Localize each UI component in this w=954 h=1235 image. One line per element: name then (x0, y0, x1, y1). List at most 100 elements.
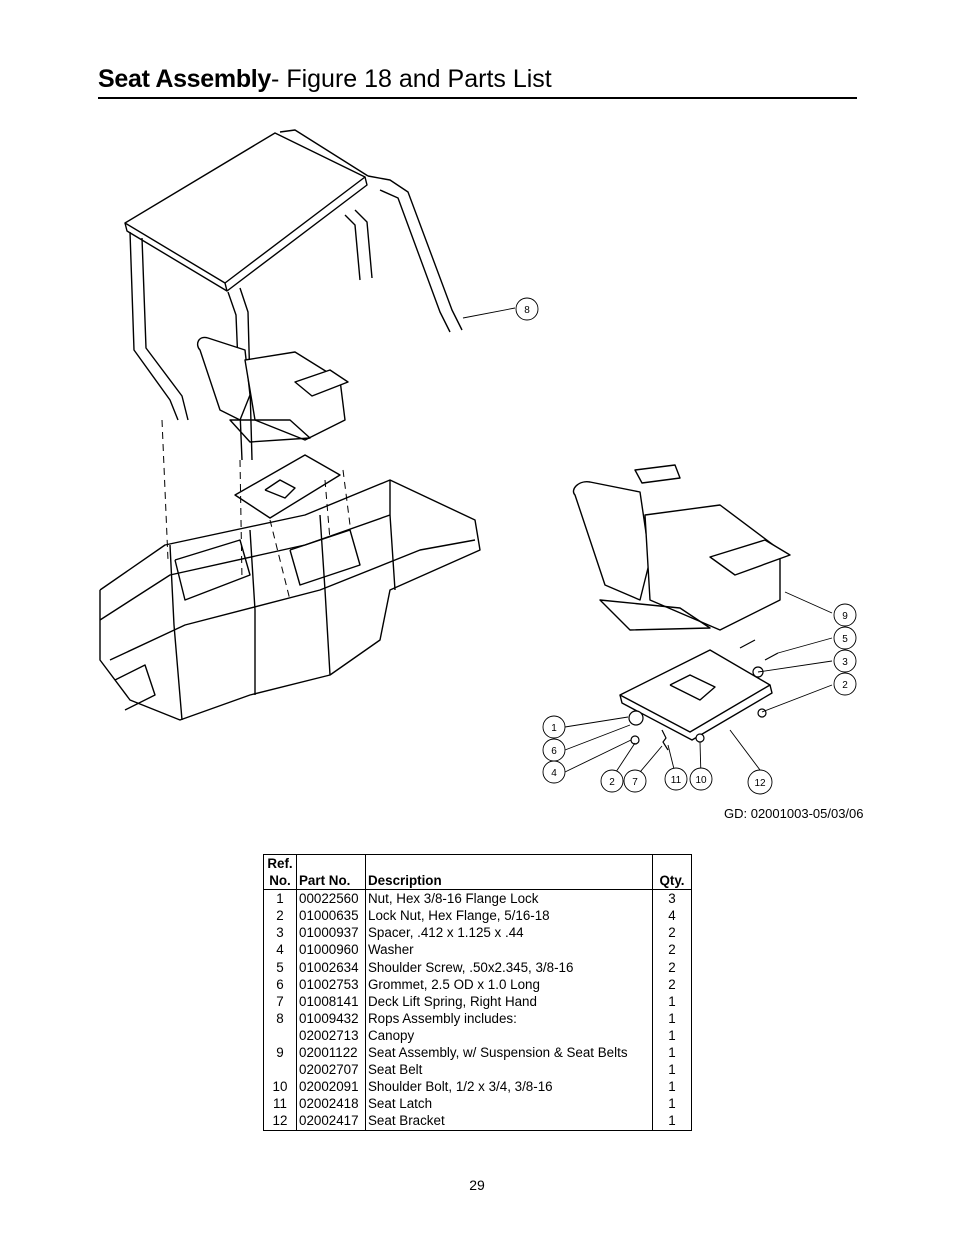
part-no-cell: 01009432 (296, 1009, 366, 1027)
ref-cell: 4 (263, 941, 297, 959)
qty-cell: 1 (668, 1096, 676, 1112)
svg-text:7: 7 (632, 777, 638, 788)
callout-2b: 2 (600, 769, 624, 793)
svg-text:4: 4 (551, 768, 557, 779)
qty-cell: 1 (668, 1079, 676, 1095)
ref-cell: 5 (263, 958, 297, 976)
ref-cell: 6 (263, 975, 297, 993)
part-no-cell: 02002707 (296, 1061, 366, 1079)
svg-text:12: 12 (754, 778, 766, 789)
qty-cell: 1 (668, 1062, 676, 1078)
part-no-cell: 02002417 (296, 1112, 366, 1130)
ref-cell: 1 (263, 889, 297, 908)
header-qty: Qty. (652, 854, 692, 891)
qty-cell: 4 (668, 908, 676, 924)
description-cell: Shoulder Screw, .50x2.345, 3/8-16 (365, 958, 653, 976)
seat-plate-right-illustration (619, 649, 773, 741)
ref-cell (263, 1061, 297, 1079)
qty-cell: 2 (668, 925, 676, 941)
svg-text:11: 11 (671, 775, 682, 786)
svg-text:3: 3 (842, 657, 848, 668)
description-cell: Shoulder Bolt, 1/2 x 3/4, 3/8-16 (365, 1078, 653, 1096)
svg-text:10: 10 (695, 775, 707, 786)
ref-cell: 9 (263, 1044, 297, 1062)
callout-6: 6 (542, 738, 566, 762)
part-no-cell: 01002634 (296, 958, 366, 976)
qty-cell: 1 (668, 1045, 676, 1061)
title-bold: Seat Assembly (98, 65, 272, 93)
callout-1: 1 (542, 715, 566, 739)
svg-text:9: 9 (842, 611, 848, 622)
header-ref-no: Ref.No. (263, 854, 297, 891)
ref-cell: 11 (263, 1095, 297, 1113)
drawing-code: GD: 02001003-05/03/06 (724, 806, 864, 821)
callout-labels: 8 9 5 3 2 1 6 4 2 7 11 10 12 (515, 297, 857, 795)
part-no-cell: 02001122 (296, 1044, 366, 1062)
svg-text:8: 8 (524, 305, 530, 316)
description-cell: Seat Belt (365, 1061, 653, 1079)
seat-left-illustration (196, 336, 349, 443)
seat-plate-left-illustration (234, 454, 341, 519)
seat-right-illustration (572, 464, 791, 631)
qty-cell: 1 (668, 1113, 676, 1129)
description-cell: Seat Latch (365, 1095, 653, 1113)
part-no-cell: 01002753 (296, 975, 366, 993)
page-number: 29 (469, 1177, 485, 1193)
qty-cell: 1 (668, 993, 676, 1009)
callout-2: 2 (833, 672, 857, 696)
description-cell: Grommet, 2.5 OD x 1.0 Long (365, 975, 653, 993)
qty-cell: 1 (668, 1010, 676, 1026)
ref-cell: 8 (263, 1009, 297, 1027)
qty-cell: 2 (668, 942, 676, 958)
ref-cell: 7 (263, 992, 297, 1010)
part-no-cell: 01008141 (296, 992, 366, 1010)
description-cell: Seat Assembly, w/ Suspension & Seat Belt… (365, 1044, 653, 1062)
description-cell: Nut, Hex 3/8-16 Flange Lock (365, 889, 653, 908)
ref-cell: 10 (263, 1078, 297, 1096)
part-no-cell: 02002713 (296, 1026, 366, 1045)
description-cell: Seat Bracket (365, 1112, 653, 1130)
description-cell: Rops Assembly includes: (365, 1009, 653, 1027)
callout-5: 5 (833, 626, 857, 650)
parts-table-header: Ref.No. Part No. Description Qty. (263, 854, 692, 891)
qty-cell: 3 (668, 891, 676, 907)
callout-10: 10 (689, 767, 713, 791)
description-cell: Lock Nut, Hex Flange, 5/16-18 (365, 907, 653, 925)
svg-text:6: 6 (551, 746, 557, 757)
callout-11: 11 (664, 767, 688, 791)
ref-cell: 12 (263, 1112, 297, 1130)
description-cell: Spacer, .412 x 1.125 x .44 (365, 924, 653, 942)
canopy-illustration (124, 132, 368, 292)
qty-cell: 2 (668, 959, 676, 975)
rops-frame-illustration (129, 129, 463, 461)
page-title: Seat Assembly- Figure 18 and Parts List (98, 64, 552, 94)
qty-cell: 2 (668, 976, 676, 992)
callout-8: 8 (515, 297, 539, 321)
callout-7: 7 (623, 769, 647, 793)
description-cell: Deck Lift Spring, Right Hand (365, 992, 653, 1010)
callout-4: 4 (542, 760, 566, 784)
title-rest: - Figure 18 and Parts List (271, 65, 552, 93)
ref-cell: 3 (263, 924, 297, 942)
svg-text:2: 2 (842, 680, 848, 691)
ref-cell (263, 1026, 297, 1045)
svg-text:5: 5 (842, 634, 848, 645)
callout-12: 12 (747, 769, 773, 795)
svg-text:1: 1 (551, 723, 557, 734)
description-cell: Washer (365, 941, 653, 959)
svg-text:2: 2 (609, 777, 615, 788)
callout-leaders (462, 307, 833, 779)
qty-cell: 1 (668, 1027, 676, 1043)
header-description: Description (365, 854, 653, 891)
